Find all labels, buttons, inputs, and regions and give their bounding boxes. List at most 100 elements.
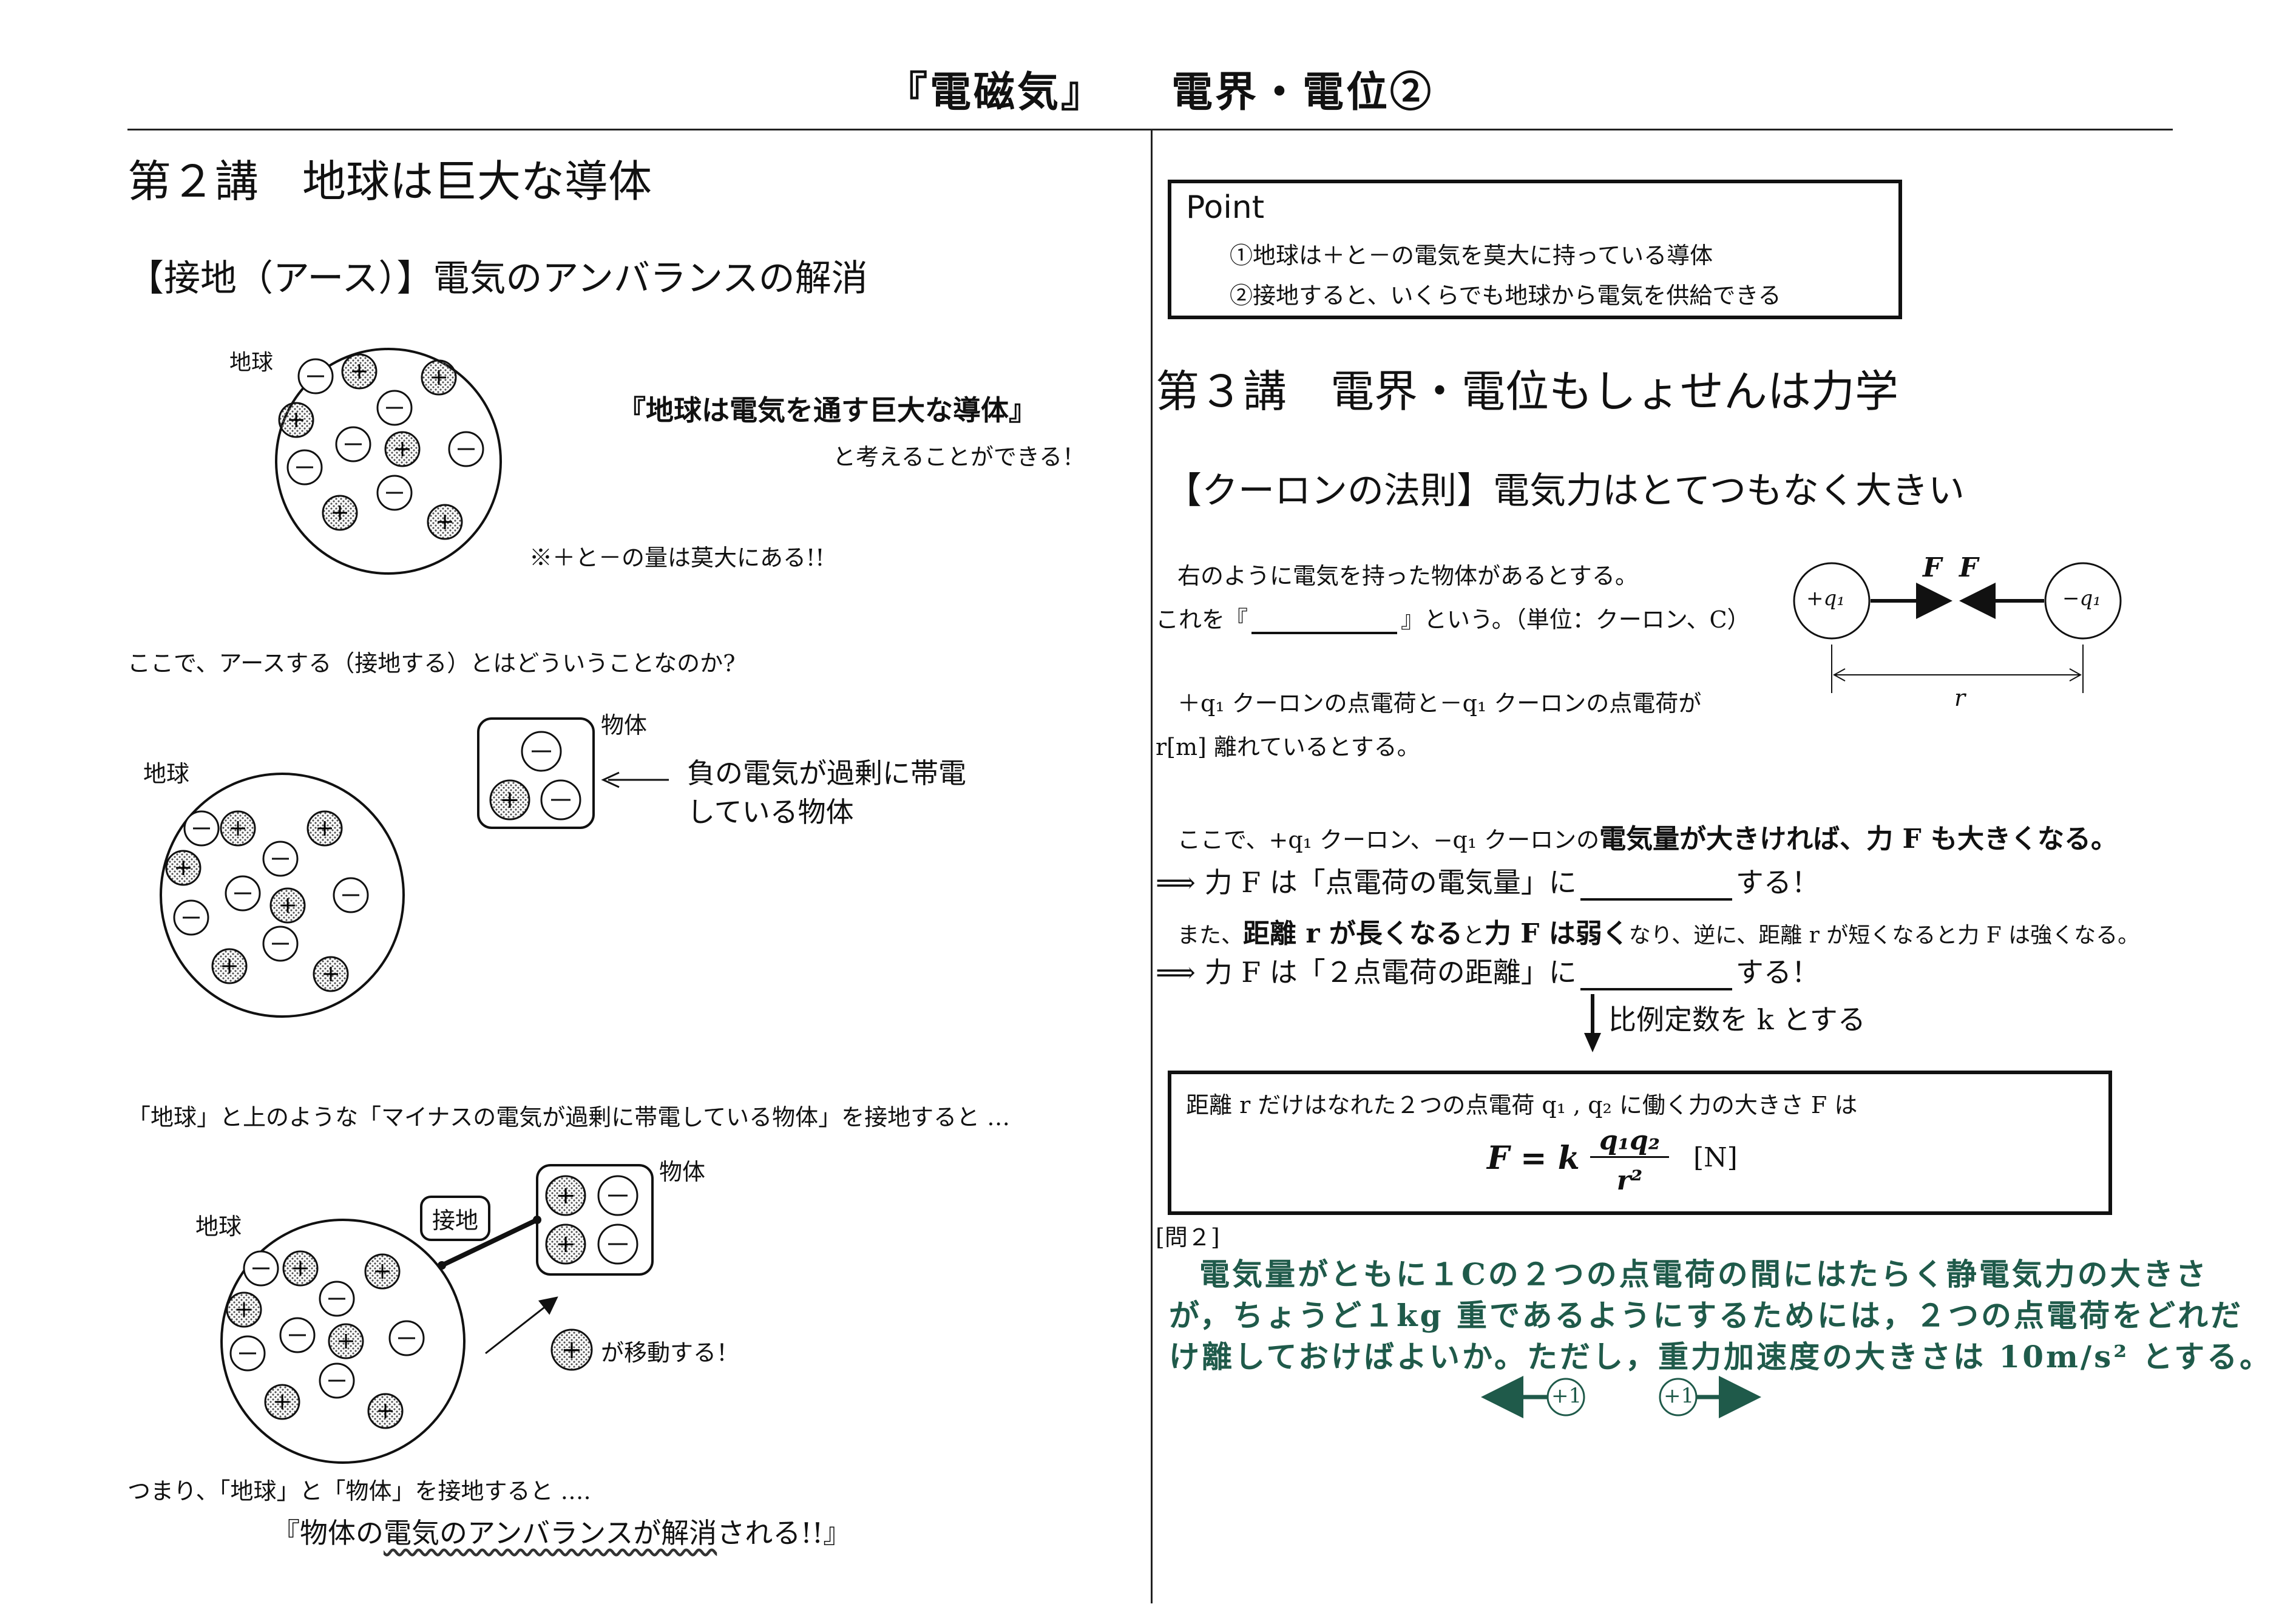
lecture-3-title: 第３講 電界・電位もしょせんは力学: [1156, 366, 1899, 417]
formula-numerator: q₁q₂: [1590, 1125, 1669, 1158]
distance-r-label: r: [1954, 685, 1966, 711]
fig2-desc-line1: 負の電気が過剰に帯電: [687, 757, 966, 790]
charge-minus-q1: −q₁: [2062, 586, 2101, 611]
problem-line1: 電気量がともに１Cの２つの点電荷の間にはたらく静電気力の大きさ: [1199, 1256, 2209, 1292]
question-grounding: ここで、アースする（接地する）とはどういうことなのか?: [127, 650, 736, 677]
point-box: Point ①地球は＋と－の電気を莫大に持っている導体 ②接地すると、いくらでも…: [1168, 180, 1902, 319]
plus-charge-icon: + + + + + + + +: [226, 1175, 586, 1429]
problem-line3: け離しておけばよいか。ただし，重力加速度の大きさは 10m/s² とする。: [1169, 1339, 2273, 1375]
svg-text:+: +: [273, 1388, 292, 1415]
fig2-object-label: 物体: [601, 712, 648, 739]
svg-text:+: +: [278, 892, 297, 918]
formula-box: 距離 r だけはなれた２つの点電荷 q₁ , q₂ に働く力の大きさ F は F…: [1168, 1071, 2112, 1215]
problem-label: [問２]: [1156, 1224, 1220, 1251]
formula-unit: [N]: [1693, 1142, 1738, 1173]
svg-text:+: +: [228, 814, 248, 841]
minus-charge-icon: [173, 810, 369, 962]
problem-line2: が，ちょうど１kg 重であるようにするためには，２つの点電荷をどれだ: [1169, 1298, 2244, 1333]
point-title: Point: [1186, 189, 1265, 226]
coulomb-line6: ⟹ 力 F は「点電荷の電気量」にする！: [1156, 861, 1820, 901]
svg-text:+: +: [174, 854, 193, 881]
conclusion-intro: つまり、「地球」と「物体」を接地すると ….: [127, 1478, 591, 1504]
fig1-earth-diagram: + + + + + +: [275, 348, 502, 575]
arrow-down-icon: [1584, 994, 1601, 1052]
page-title: 『電磁気』 電界・電位②: [886, 68, 1434, 117]
fig2-object-diagram: +: [477, 717, 595, 829]
svg-text:+: +: [435, 508, 455, 535]
fig2-earth-label: 地球: [143, 760, 190, 787]
answer-blank-3[interactable]: [1580, 966, 1732, 990]
coulomb-line8: ⟹ 力 F は「２点電荷の距離」にする！: [1156, 950, 1820, 990]
fig2-desc-line2: している物体: [687, 796, 854, 828]
problem-charges-diagram: [1481, 1376, 1761, 1418]
svg-text:+: +: [555, 1182, 576, 1210]
fig2-earth-diagram: + + + + + +: [160, 773, 405, 1018]
conclusion-part3: される!!』: [717, 1517, 852, 1549]
quote-earth-conductor: 『地球は電気を通す巨大な導体』: [618, 394, 1037, 427]
svg-text:+: +: [373, 1257, 392, 1284]
coulomb-charges-diagram: [1793, 562, 2122, 693]
coulomb-line1: 右のように電気を持った物体があるとする。: [1177, 563, 1638, 589]
svg-text:+: +: [286, 406, 306, 433]
coulomb-line5: ここで、+q₁ クーロン、−q₁ クーロンの電気量が大きければ、力 F も大きく…: [1177, 824, 2118, 854]
conclusion-statement: 『物体の電気のアンバランスが解消される!!』: [272, 1511, 851, 1551]
arrow-up-right-icon: [485, 1296, 558, 1355]
quote-earth-conductor-sub: と考えることができる！: [833, 444, 1086, 470]
ground-wire: [441, 1217, 538, 1268]
coulomb-line3: ＋q₁ クーロンの点電荷と－q₁ クーロンの点電荷が: [1177, 690, 1702, 717]
fig3-grounding-diagram: + + + + + + + +: [220, 1164, 654, 1464]
lecture-2-title: 第２講 地球は巨大な導体: [127, 156, 652, 207]
svg-text:+: +: [220, 952, 239, 979]
header-divider: [127, 129, 2173, 130]
svg-text:+: +: [291, 1254, 310, 1281]
plus-charge-icon: [489, 779, 530, 821]
section-grounding-title: 【接地（アース）】電気のアンバランスの解消: [127, 257, 868, 300]
intro-grounding-result: 「地球」と上のような「マイナスの電気が過剰に帯電している物体」を接地すると …: [127, 1104, 1011, 1131]
svg-text:+: +: [429, 364, 449, 390]
column-divider: [1151, 129, 1153, 1603]
note-huge-amount: ※＋と－の量は莫大にある!!: [529, 544, 825, 571]
point-line2: ②接地すると、いくらでも地球から電気を供給できる: [1230, 282, 1781, 309]
force-label-right: F: [1959, 552, 1979, 583]
svg-text:+: +: [336, 1327, 356, 1354]
svg-text:+: +: [561, 1335, 582, 1364]
section-coulomb-title: 【クーロンの法則】電気力はとてつもなく大きい: [1165, 470, 1965, 512]
conclusion-part2: 電気のアンバランスが解消: [384, 1517, 717, 1549]
conclusion-part1: 『物体の: [272, 1517, 384, 1549]
svg-text:+: +: [555, 1230, 576, 1258]
formula-statement: 距離 r だけはなれた２つの点電荷 q₁ , q₂ に働く力の大きさ F は: [1186, 1092, 1858, 1118]
fig3-ground-label: 接地: [420, 1196, 491, 1241]
problem-charge-2: +1: [1664, 1384, 1695, 1408]
coulomb-line7: また、距離 r が長くなると力 F は弱くなり、逆に、距離 r が短くなると力 …: [1177, 918, 2140, 949]
svg-text:+: +: [315, 814, 334, 841]
earth-circle: [275, 348, 502, 575]
minus-charge-icon: [286, 358, 484, 511]
svg-text:+: +: [234, 1296, 254, 1322]
answer-blank-1[interactable]: [1251, 610, 1398, 634]
formula-denominator: r²: [1616, 1165, 1643, 1196]
fig1-earth-label: 地球: [229, 350, 274, 375]
fig3-moves-text: が移動する！: [601, 1339, 740, 1366]
svg-text:+: +: [330, 499, 350, 526]
plus-charge-icon: +: [550, 1328, 593, 1371]
minus-charge-icon: [229, 1175, 638, 1399]
answer-blank-2[interactable]: [1580, 876, 1732, 901]
svg-text:+: +: [376, 1397, 395, 1424]
coulomb-line2: これを『』という。（単位：クーロン、C）: [1156, 606, 1750, 634]
proportional-constant: 比例定数を k とする: [1608, 1003, 1866, 1036]
plus-charge-icon: + + + + + +: [278, 353, 463, 540]
coulomb-line4: r[m] 離れているとする。: [1156, 734, 1420, 760]
svg-text:+: +: [321, 960, 340, 987]
svg-text:+: +: [350, 357, 369, 384]
svg-text:+: +: [393, 435, 412, 462]
force-label-left: F: [1923, 552, 1942, 583]
point-line1: ①地球は＋と－の電気を莫大に持っている導体: [1230, 242, 1713, 269]
formula-lhs: F = k: [1487, 1140, 1580, 1177]
fig3-earth-label: 地球: [195, 1213, 242, 1240]
fig3-object-label: 物体: [659, 1159, 706, 1185]
svg-text:+: +: [499, 786, 520, 814]
plus-charge-icon: + + + + + +: [165, 810, 349, 992]
charge-plus-q1: +q₁: [1806, 586, 1845, 611]
arrow-left-icon: [601, 771, 669, 788]
problem-charge-1: +1: [1551, 1384, 1582, 1408]
